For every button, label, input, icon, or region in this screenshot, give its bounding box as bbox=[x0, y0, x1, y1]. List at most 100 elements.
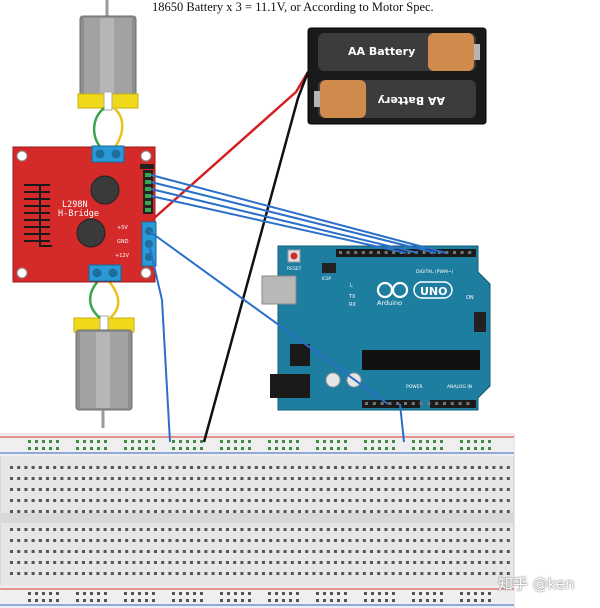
breadboard-hole bbox=[168, 466, 172, 469]
rail-hole bbox=[220, 447, 223, 450]
breadboard-hole bbox=[398, 539, 402, 542]
breadboard-hole bbox=[118, 510, 121, 513]
breadboard-hole bbox=[413, 488, 417, 491]
breadboard-hole bbox=[247, 528, 251, 531]
breadboard-hole bbox=[82, 510, 85, 513]
breadboard-hole bbox=[506, 488, 510, 491]
breadboard-hole bbox=[398, 572, 402, 575]
breadboard-hole bbox=[74, 488, 78, 491]
breadboard-hole bbox=[168, 477, 172, 480]
rail-hole bbox=[97, 440, 100, 443]
rail-hole bbox=[467, 440, 470, 443]
breadboard-hole bbox=[110, 499, 114, 502]
breadboard-hole bbox=[485, 539, 489, 542]
rail-hole bbox=[124, 599, 127, 602]
breadboard-hole bbox=[470, 550, 474, 553]
rail-hole bbox=[42, 599, 45, 602]
breadboard-hole bbox=[125, 528, 129, 531]
breadboard-hole bbox=[478, 572, 481, 575]
breadboard-hole bbox=[46, 572, 49, 575]
breadboard-hole bbox=[110, 528, 114, 531]
breadboard-hole bbox=[485, 499, 489, 502]
breadboard-hole bbox=[427, 510, 431, 513]
rail-hole bbox=[104, 447, 107, 450]
breadboard-hole bbox=[470, 539, 474, 542]
pin-label-5v: +5V bbox=[117, 225, 128, 231]
breadboard-hole bbox=[290, 466, 294, 469]
breadboard-hole bbox=[362, 539, 366, 542]
breadboard-hole bbox=[456, 528, 460, 531]
breadboard-hole bbox=[96, 477, 100, 480]
breadboard-hole bbox=[233, 488, 237, 491]
rail-hole bbox=[481, 447, 484, 450]
rail-hole bbox=[172, 599, 175, 602]
breadboard-hole bbox=[53, 550, 57, 553]
breadboard-hole bbox=[10, 539, 13, 542]
motor-top-wire-yellow bbox=[111, 107, 124, 151]
breadboard-hole bbox=[218, 477, 222, 480]
breadboard-hole bbox=[355, 572, 359, 575]
rail-hole bbox=[124, 447, 127, 450]
breadboard-hole bbox=[10, 561, 13, 564]
breadboard-hole bbox=[154, 550, 157, 553]
breadboard-hole bbox=[146, 510, 150, 513]
rail-hole bbox=[145, 440, 148, 443]
breadboard-hole bbox=[262, 466, 265, 469]
breadboard-hole bbox=[298, 539, 301, 542]
breadboard-hole bbox=[46, 466, 49, 469]
input-header bbox=[143, 170, 153, 214]
rail-hole bbox=[28, 592, 31, 595]
breadboard-hole bbox=[470, 488, 474, 491]
breadboard-hole bbox=[413, 477, 417, 480]
breadboard-hole bbox=[211, 477, 215, 480]
rail-hole bbox=[241, 599, 244, 602]
breadboard-hole bbox=[492, 561, 496, 564]
breadboard-hole bbox=[38, 499, 42, 502]
rail-hole bbox=[179, 440, 182, 443]
breadboard-hole bbox=[348, 477, 352, 480]
breadboard-hole bbox=[110, 561, 114, 564]
arduino-model: UNO bbox=[420, 285, 448, 298]
breadboard-hole bbox=[485, 550, 489, 553]
breadboard-hole bbox=[182, 499, 186, 502]
breadboard-hole bbox=[370, 528, 373, 531]
breadboard-hole bbox=[406, 550, 409, 553]
breadboard-hole bbox=[506, 561, 510, 564]
breadboard-hole bbox=[305, 539, 309, 542]
breadboard-hole bbox=[276, 510, 280, 513]
breadboard-hole bbox=[341, 499, 345, 502]
breadboard-hole bbox=[10, 510, 13, 513]
rail-hole bbox=[138, 440, 141, 443]
breadboard-hole bbox=[204, 499, 208, 502]
breadboard-hole bbox=[53, 572, 57, 575]
breadboard-hole bbox=[46, 499, 49, 502]
breadboard-hole bbox=[319, 477, 323, 480]
breadboard-hole bbox=[298, 477, 301, 480]
breadboard-hole bbox=[24, 561, 28, 564]
breadboard-hole bbox=[298, 528, 301, 531]
rail-hole bbox=[28, 447, 31, 450]
breadboard-hole bbox=[226, 466, 229, 469]
breadboard-hole bbox=[298, 561, 301, 564]
breadboard-hole bbox=[341, 528, 345, 531]
breadboard-hole bbox=[506, 539, 510, 542]
breadboard-hole bbox=[463, 477, 467, 480]
breadboard-hole bbox=[276, 477, 280, 480]
breadboard-hole bbox=[197, 539, 201, 542]
breadboard-hole bbox=[182, 510, 186, 513]
breadboard-hole bbox=[348, 539, 352, 542]
rail-hole bbox=[467, 592, 470, 595]
breadboard-hole bbox=[67, 561, 71, 564]
breadboard-hole bbox=[38, 572, 42, 575]
breadboard-hole bbox=[485, 488, 489, 491]
breadboard-hole bbox=[398, 466, 402, 469]
breadboard-hole bbox=[506, 550, 510, 553]
rail-hole bbox=[172, 447, 175, 450]
breadboard-hole bbox=[103, 499, 107, 502]
rail-hole bbox=[412, 440, 415, 443]
rail-hole bbox=[49, 599, 52, 602]
battery-holder: AA Battery AA Battery bbox=[307, 27, 487, 125]
rail-hole bbox=[433, 599, 436, 602]
breadboard-hole bbox=[218, 510, 222, 513]
